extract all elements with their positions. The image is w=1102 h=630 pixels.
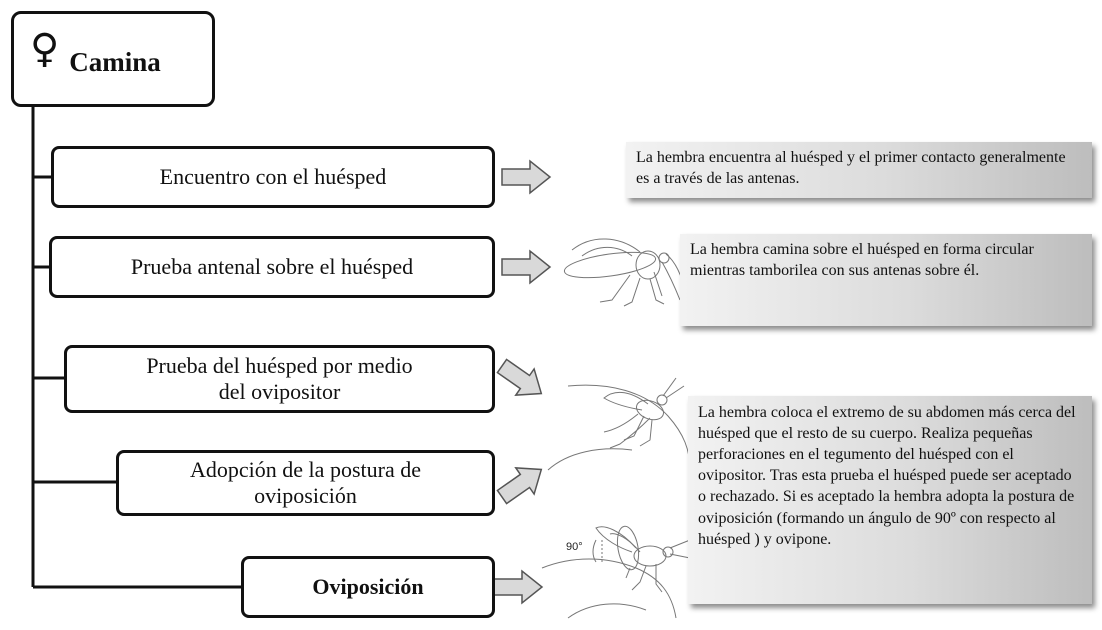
note-oviposicion: La hembra coloca el extremo de su abdome… — [688, 396, 1092, 604]
step-label: Adopción de la postura de oviposición — [190, 456, 421, 508]
step-adopcion-postura: Adopción de la postura de oviposición — [116, 450, 495, 516]
angle-label: 90° — [566, 541, 583, 553]
step-prueba-ovipositor: Prueba del huésped por medio del oviposi… — [64, 345, 495, 413]
step-encuentro: Encuentro con el huésped — [51, 146, 495, 208]
right-arrow-icon — [501, 249, 552, 285]
connector-lines — [31, 105, 242, 589]
wasp-sketch-icon — [563, 238, 687, 307]
step-label: Encuentro con el huésped — [159, 163, 387, 189]
note-prueba-antenal: La hembra camina sobre el huésped en for… — [680, 234, 1092, 326]
female-symbol-icon: ♀ — [30, 26, 60, 72]
wasp-sketch-icon — [541, 525, 691, 619]
step-label: Oviposición — [312, 573, 424, 599]
right-arrow-icon — [501, 159, 552, 195]
root-label: Camina — [69, 46, 161, 77]
note-text: La hembra encuentra al huésped y el prim… — [636, 149, 1066, 187]
step-prueba-antenal: Prueba antenal sobre el huésped — [49, 236, 495, 298]
right-arrow-icon — [493, 569, 544, 605]
note-encuentro: La hembra encuentra al huésped y el prim… — [626, 142, 1092, 198]
note-text: La hembra camina sobre el huésped en for… — [690, 241, 1034, 279]
root-node: ♀ Camina — [11, 11, 215, 107]
step-label: Prueba del huésped por medio del oviposi… — [146, 352, 413, 404]
up-right-arrow-icon — [496, 466, 543, 505]
step-oviposicion: Oviposición — [241, 556, 495, 618]
note-text: La hembra coloca el extremo de su abdome… — [698, 404, 1076, 548]
down-right-arrow-icon — [496, 358, 543, 397]
wasp-sketch-icon — [547, 377, 691, 471]
step-label: Prueba antenal sobre el huésped — [130, 253, 414, 279]
